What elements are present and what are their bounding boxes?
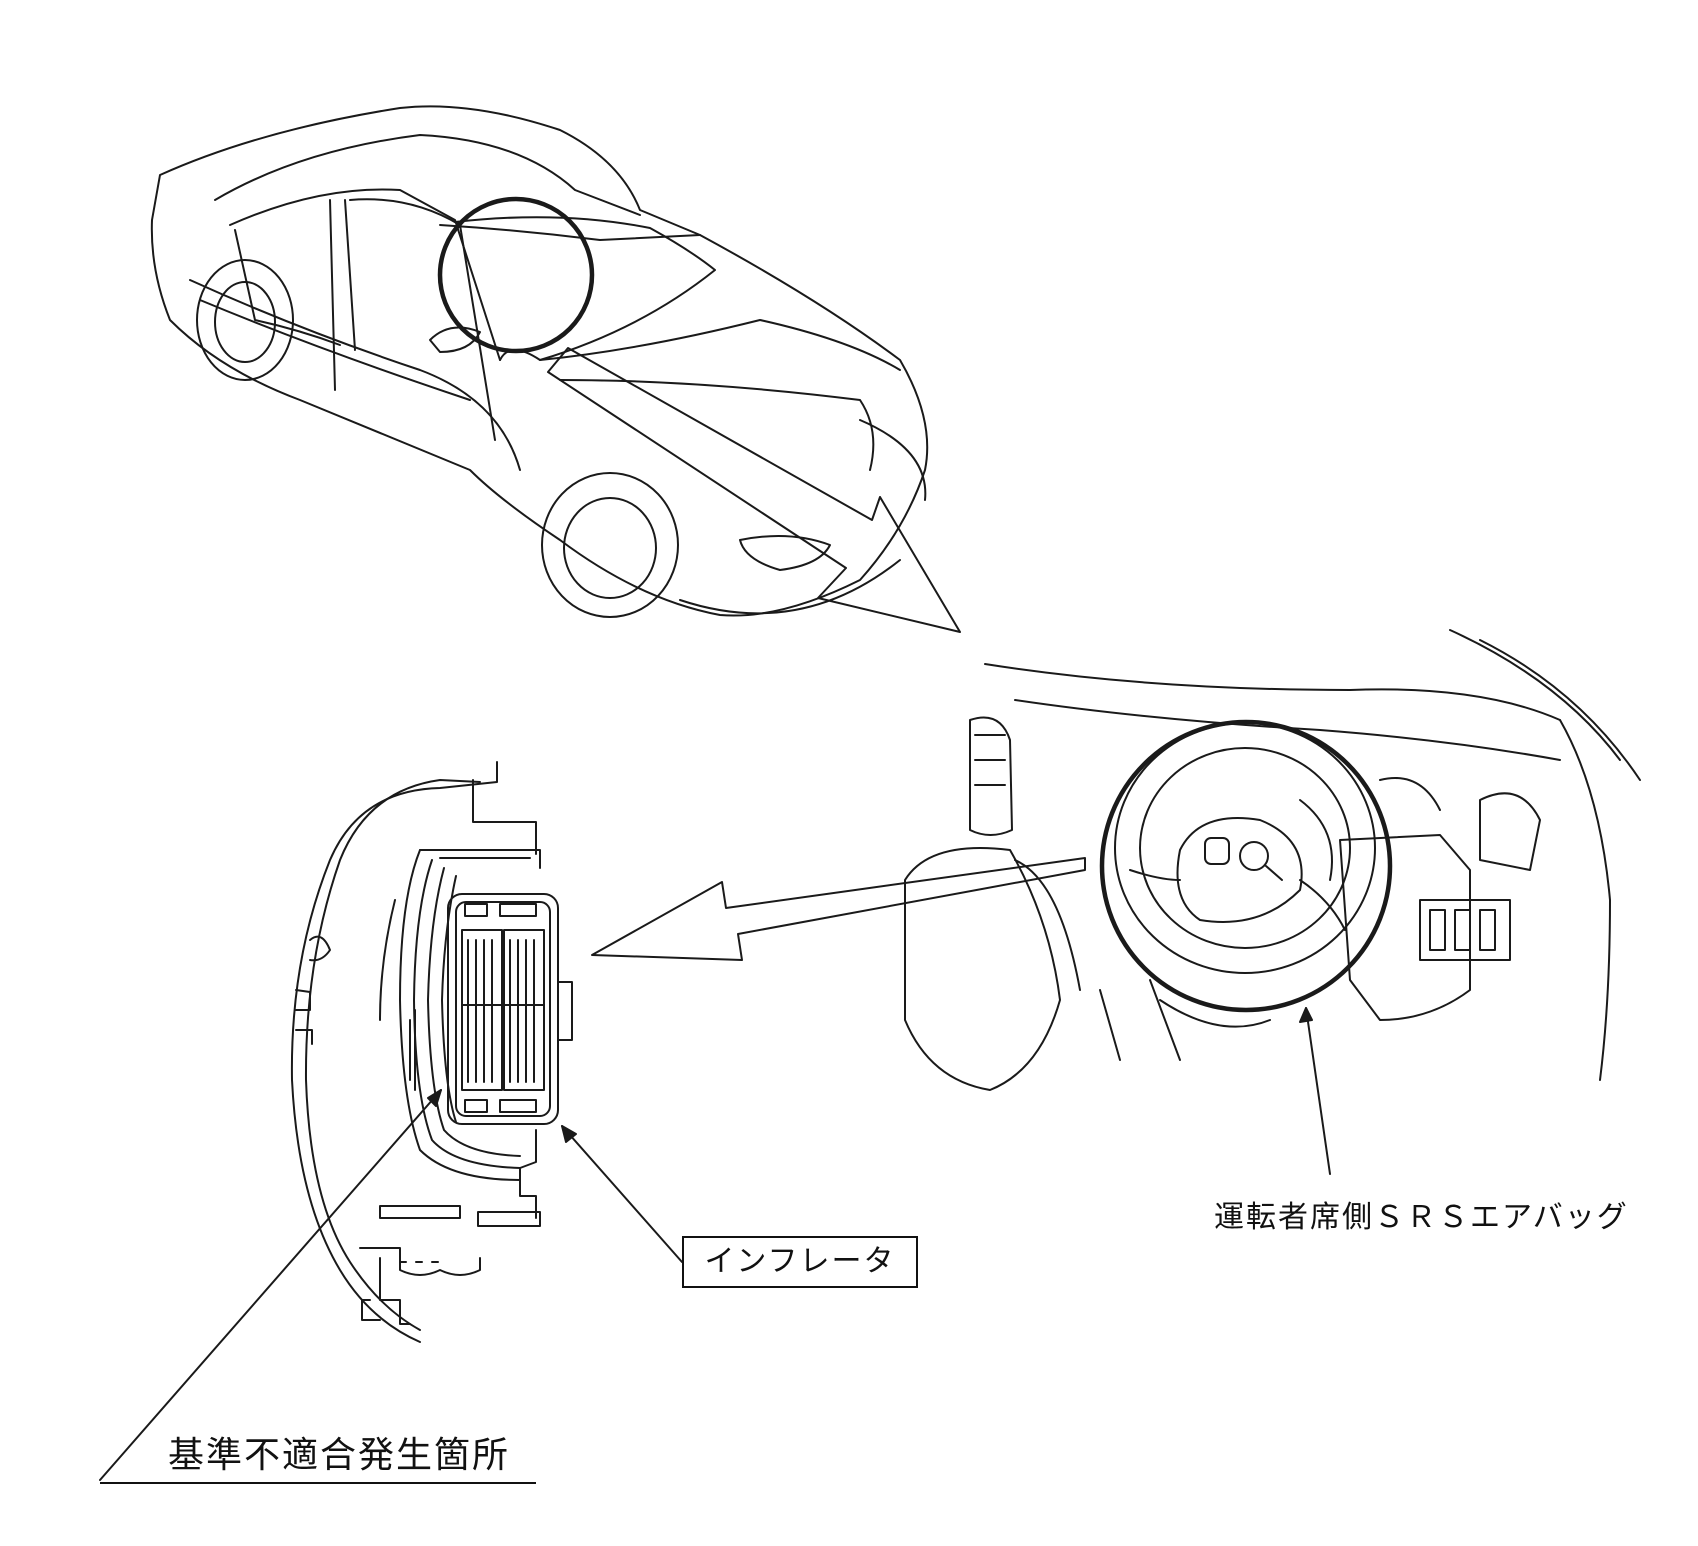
nonconformity-label-underline <box>100 1482 536 1484</box>
nonconformity-leader-line <box>99 1089 442 1481</box>
inflator-label: インフレータ <box>682 1236 918 1288</box>
dashboard-illustration <box>904 629 1641 1091</box>
driver-airbag-label: 運転者席側ＳＲＳエアバッグ <box>1214 1200 1629 1235</box>
pointer-arrow-car-to-dashboard <box>547 347 961 633</box>
airbag-cross-section <box>290 761 573 1343</box>
inflator-leader-line <box>561 1125 683 1263</box>
car-illustration <box>150 105 929 618</box>
nonconformity-location-label: 基準不適合発生箇所 <box>168 1435 511 1476</box>
pointer-arrow-dashboard-to-section <box>591 857 1086 961</box>
driver-area-highlight-circle <box>437 196 595 354</box>
airbag-highlight-circle <box>1099 719 1393 1013</box>
airbag-leader-line <box>1305 1007 1331 1175</box>
